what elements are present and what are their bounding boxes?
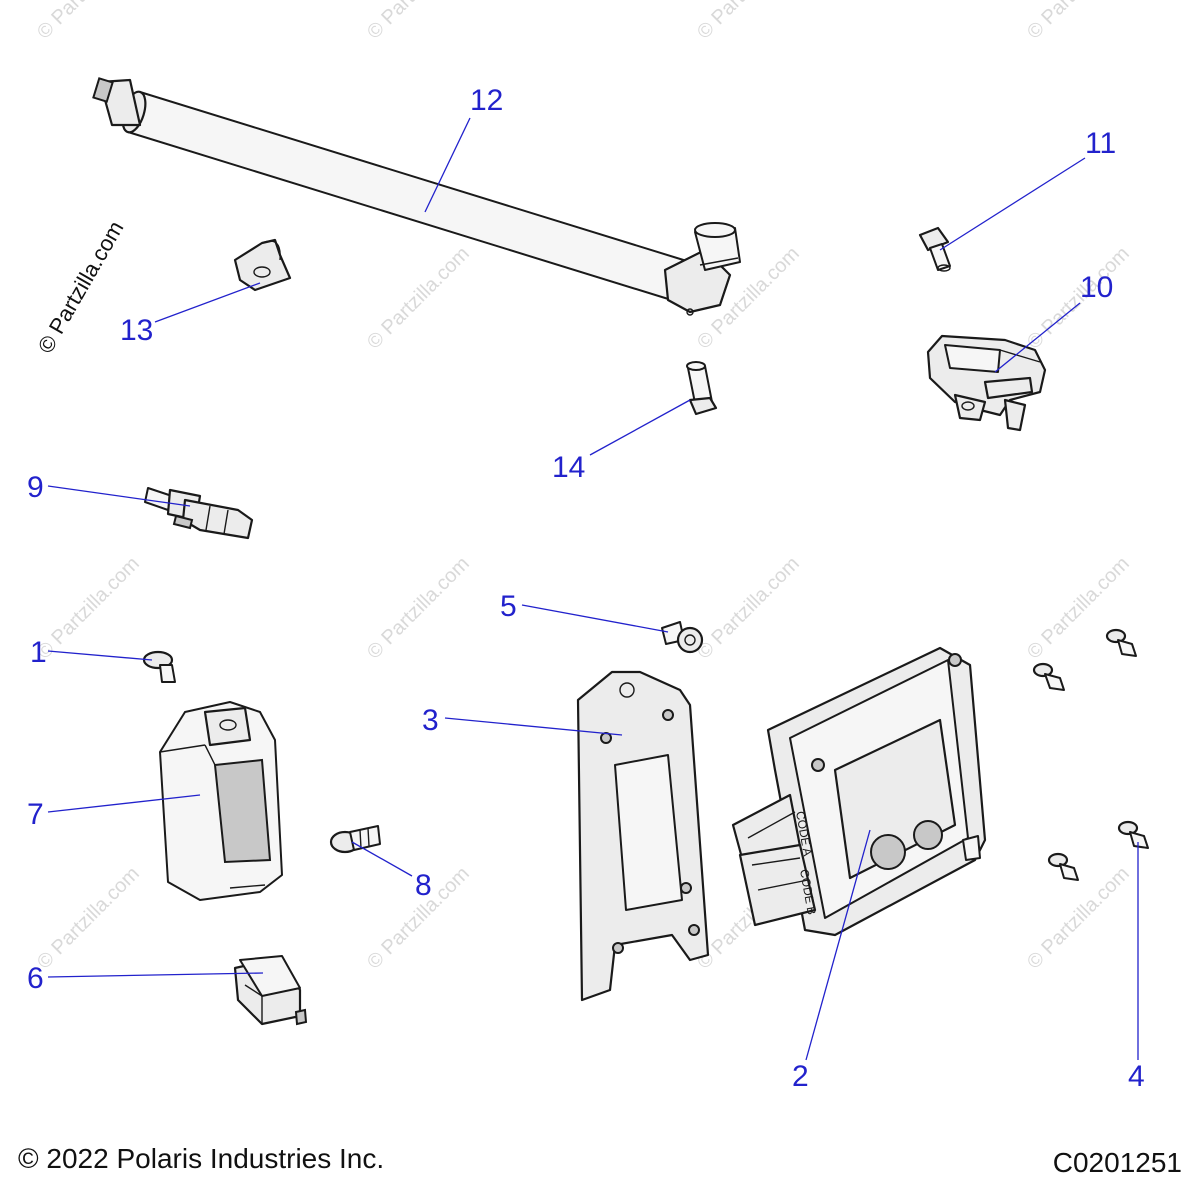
callout-8: 8 [415,869,432,902]
watermark: © Partzilla.com [363,0,474,44]
part-13-clip[interactable] [233,238,292,292]
watermark: © Partzilla.com [33,553,144,664]
callout-6: 6 [27,962,44,995]
watermark: © Partzilla.com [33,863,144,974]
part-5-grommet[interactable] [661,621,704,654]
watermark: © Partzilla.com [1023,0,1134,44]
watermark: © Partzilla.com [693,0,804,44]
watermark: © Partzilla.com [363,243,474,354]
callout-4: 4 [1128,1060,1145,1093]
part-12-sensor-tube[interactable] [92,77,741,316]
callout-11: 11 [1085,127,1116,160]
watermark: © Partzilla.com [33,0,144,44]
callout-7: 7 [27,798,44,831]
part-8-push-rivet[interactable] [329,825,381,854]
part-3-bracket[interactable] [576,670,710,1002]
part-2-ecu[interactable]: CODE A CODE B [731,646,987,937]
watermark: © Partzilla.com [1023,553,1134,664]
part-4-screws[interactable] [1032,628,1149,881]
callout-3: 3 [422,704,439,737]
part-6-relay[interactable] [233,955,308,1026]
watermark: © Partzilla.com [363,553,474,664]
part-11-bolt[interactable] [918,226,951,272]
callout-1: 1 [30,636,47,669]
part-7-cover[interactable] [159,701,283,901]
callout-9: 9 [27,471,44,504]
callout-13: 13 [120,314,153,347]
callout-12: 12 [470,84,503,117]
callout-5: 5 [500,590,517,623]
side-watermark: © Partzilla.com [33,217,129,358]
callout-numbers: 12 11 10 13 14 9 1 5 3 7 8 6 2 4 [27,84,1145,1093]
diagram-code: C0201251 [1053,1147,1182,1178]
part-10-map-sensor[interactable] [926,334,1047,432]
part-1-screw[interactable] [142,650,176,683]
copyright-text: © 2022 Polaris Industries Inc. [18,1143,384,1174]
leader-lines [47,117,1139,1061]
part-9-temp-sensor[interactable] [144,487,254,540]
callout-14: 14 [552,451,585,484]
watermark: © Partzilla.com [1023,243,1134,354]
watermark: © Partzilla.com [693,553,804,664]
callout-10: 10 [1080,271,1113,304]
callout-2: 2 [792,1060,809,1093]
part-14-pin[interactable] [686,361,718,416]
